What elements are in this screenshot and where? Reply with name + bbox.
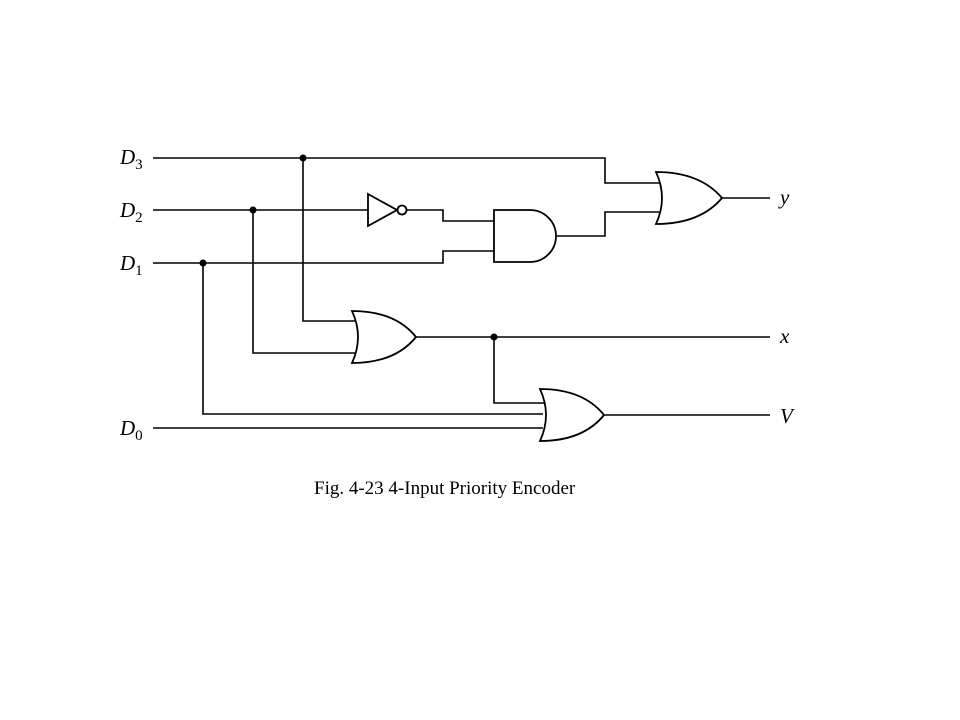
junction-d2 — [249, 206, 257, 214]
output-label-y: y — [778, 185, 790, 209]
wire-d2-branch — [252, 210, 356, 354]
or-gate-x — [350, 310, 418, 364]
wire-d3-branch — [302, 158, 358, 322]
junction-d1 — [199, 259, 207, 267]
wire-d1 — [153, 250, 494, 264]
wire-not-to-and — [407, 209, 494, 222]
and-gate — [493, 209, 557, 263]
wire-d1-branch — [202, 263, 543, 415]
not-gate — [367, 192, 399, 228]
or-gate-v — [538, 388, 606, 442]
output-label-x: x — [779, 324, 790, 348]
wire-x-branch — [493, 337, 545, 404]
junction-d3 — [299, 154, 307, 162]
wire-and-to-or-y — [557, 211, 660, 237]
figure-caption: Fig. 4-23 4-Input Priority Encoder — [314, 478, 576, 499]
input-label-d3: D3 — [119, 145, 143, 173]
wire-d3 — [153, 157, 660, 184]
junction-x — [490, 333, 498, 341]
not-gate-bubble — [396, 204, 408, 216]
input-label-d1: D1 — [119, 251, 143, 279]
input-label-d0: D0 — [119, 416, 143, 444]
output-label-v: V — [780, 404, 795, 428]
input-label-d2: D2 — [119, 198, 143, 226]
or-gate-y — [654, 171, 724, 225]
